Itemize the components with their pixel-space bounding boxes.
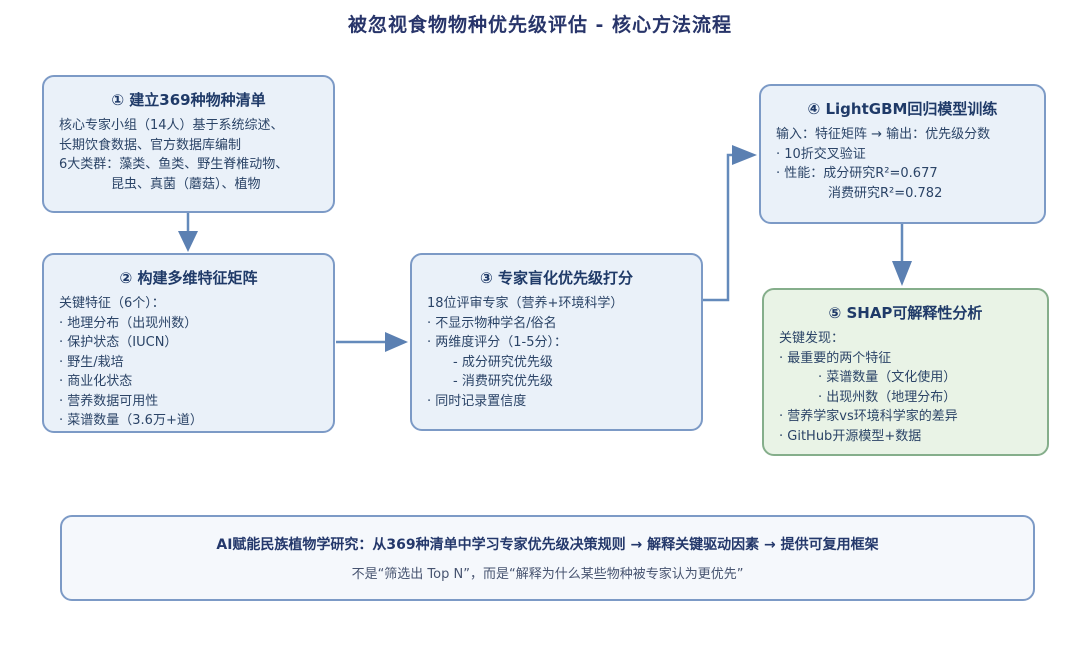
step-4-title: ④ LightGBM回归模型训练 — [807, 100, 998, 118]
step-box-2-feature-matrix: ② 构建多维特征矩阵 关键特征（6个）： · 地理分布（出现州数） · 保护状态… — [42, 253, 335, 433]
step-1-body: 核心专家小组（14人）基于系统综述、 长期饮食数据、官方数据库编制 6大类群：藻… — [59, 118, 289, 192]
step-4-body: 输入：特征矩阵 → 输出：优先级分数 · 10折交叉验证 · 性能：成分研究R²… — [776, 127, 991, 201]
step-box-3-expert-scoring: ③ 专家盲化优先级打分 18位评审专家（营养+环境科学） · 不显示物种学名/俗… — [410, 253, 703, 431]
arrow-step4-to-step5 — [892, 224, 912, 286]
step-3-body: 18位评审专家（营养+环境科学） · 不显示物种学名/俗名 · 两维度评分（1-… — [427, 296, 624, 409]
arrow-step1-to-step2 — [178, 213, 198, 252]
step-box-1-species-list: ① 建立369种物种清单 核心专家小组（14人）基于系统综述、 长期饮食数据、官… — [42, 75, 335, 213]
summary-subline: 不是“筛选出 Top N”，而是“解释为什么某些物种被专家认为更优先” — [351, 567, 744, 582]
step-box-4-lightgbm-training: ④ LightGBM回归模型训练 输入：特征矩阵 → 输出：优先级分数 · 10… — [759, 84, 1046, 224]
step-5-title: ⑤ SHAP可解释性分析 — [828, 304, 983, 322]
arrow-step2-to-step3 — [336, 332, 408, 352]
summary-headline: AI赋能民族植物学研究：从369种清单中学习专家优先级决策规则 → 解释关键驱动… — [216, 537, 879, 553]
step-2-title: ② 构建多维特征矩阵 — [119, 269, 258, 287]
step-3-title: ③ 专家盲化优先级打分 — [480, 269, 633, 287]
arrow-step3-to-step4 — [703, 145, 757, 302]
step-5-body: 关键发现： · 最重要的两个特征 · 菜谱数量（文化使用） · 出现州数（地理分… — [779, 331, 958, 444]
summary-box: AI赋能民族植物学研究：从369种清单中学习专家优先级决策规则 → 解释关键驱动… — [60, 515, 1035, 601]
step-2-body: 关键特征（6个）： · 地理分布（出现州数） · 保护状态（IUCN） · 野生… — [59, 296, 203, 428]
page-title: 被忽视食物物种优先级评估 - 核心方法流程 — [347, 14, 733, 36]
step-box-5-shap-analysis: ⑤ SHAP可解释性分析 关键发现： · 最重要的两个特征 · 菜谱数量（文化使… — [762, 288, 1049, 456]
step-1-title: ① 建立369种物种清单 — [111, 91, 266, 109]
